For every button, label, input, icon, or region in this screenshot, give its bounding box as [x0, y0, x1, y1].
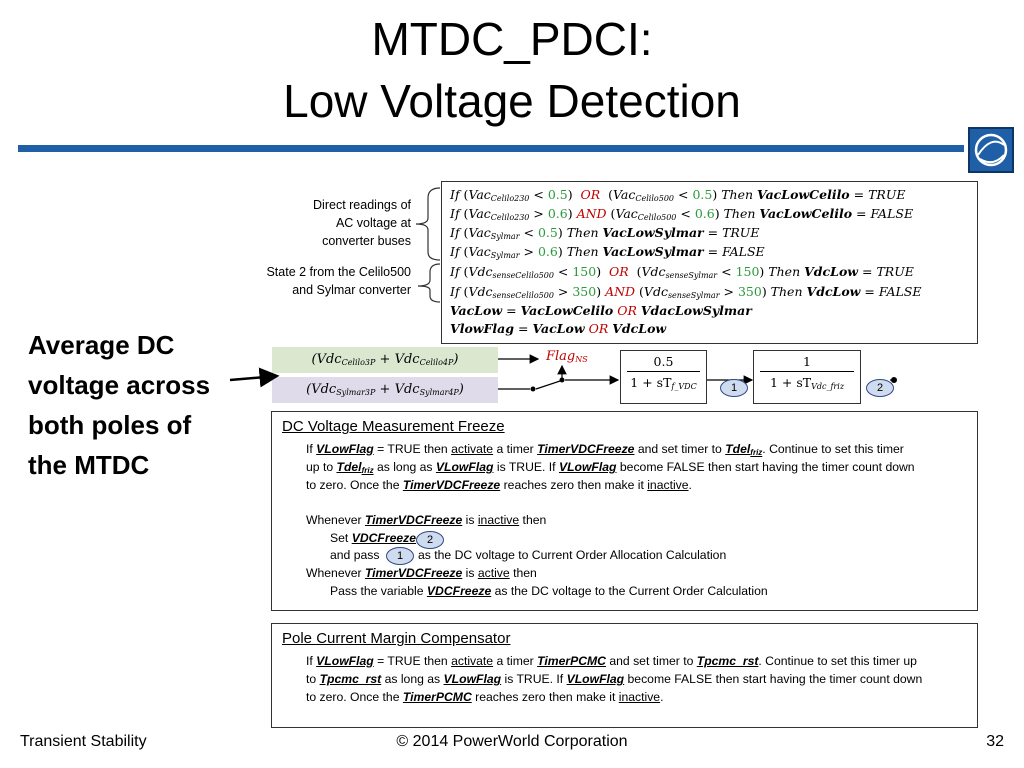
- equation-2: If (VacCelilo230 > 0.6) AND (VacCelilo50…: [450, 206, 914, 222]
- equation-7: VacLow = VacLowCelilo OR VdacLowSylmar: [450, 303, 752, 318]
- sylmar-vdc-sum: (VdcSylmar3P + VdcSylmar4P): [272, 377, 498, 403]
- freeze-line-6b: as the DC voltage to Current Order Alloc…: [418, 548, 727, 562]
- freeze-line-4: Whenever TimerVDCFreeze is inactive then: [306, 513, 547, 527]
- footer-course: Transient Stability: [20, 733, 147, 750]
- slide-title-line1: MTDC_PDCI:: [371, 13, 653, 65]
- page-number: 32: [986, 733, 1004, 750]
- footer-copyright: © 2014 PowerWorld Corporation: [396, 733, 628, 750]
- slide-title-line2: Low Voltage Detection: [283, 75, 741, 127]
- margin-panel: Pole Current Margin Compensator If VLowF…: [271, 623, 978, 728]
- equation-3: If (VacSylmar < 0.5) Then VacLowSylmar =…: [450, 225, 760, 241]
- note-braces: [415, 187, 441, 303]
- freeze-line-6: and pass: [330, 548, 380, 562]
- equation-1: If (VacCelilo230 < 0.5) OR (VacCelilo500…: [450, 187, 906, 203]
- equation-5: If (VdcsenseCelilo500 < 150) OR (Vdcsens…: [450, 264, 914, 280]
- margin-line-2: to Tpcmc_rst as long as VLowFlag is TRUE…: [306, 672, 923, 686]
- filter-block-vdc-friz: 1 1 + sTVdc_friz: [753, 350, 861, 404]
- average-dc-label: Average DC voltage across both poles of …: [28, 330, 211, 480]
- title-divider: [18, 145, 964, 152]
- freeze-line-5: Set VDCFreeze =: [330, 531, 427, 545]
- margin-heading: Pole Current Margin Compensator: [282, 630, 511, 647]
- direct-readings-note: Direct readings of AC voltage at convert…: [313, 198, 411, 248]
- equation-6: If (VdcsenseCelilo500 > 350) AND (Vdcsen…: [450, 284, 922, 300]
- margin-line-3: to zero. Once the TimerPCMC reaches zero…: [306, 690, 664, 704]
- freeze-heading: DC Voltage Measurement Freeze: [282, 418, 505, 435]
- node-2-marker: 2: [866, 379, 894, 397]
- logic-equations-box: If (VacCelilo230 < 0.5) OR (VacCelilo500…: [441, 181, 978, 344]
- flag-ns-label: FlagNS: [546, 349, 588, 364]
- node-1-marker: 1: [720, 379, 748, 397]
- freeze-line-1: If VLowFlag = TRUE then activate a timer…: [306, 442, 904, 457]
- state2-note: State 2 from the Celilo500 and Sylmar co…: [266, 265, 411, 297]
- node-1-reference: 1: [386, 547, 414, 565]
- average-arrow: [229, 367, 280, 388]
- celilo-vdc-sum: (VdcCelilo3P + VdcCelilo4P): [272, 347, 498, 373]
- freeze-line-8: Pass the variable VDCFreeze as the DC vo…: [330, 584, 768, 598]
- freeze-line-2: up to Tdelfriz as long as VLowFlag is TR…: [306, 460, 915, 475]
- node-2-reference: 2: [416, 531, 444, 549]
- freeze-panel: DC Voltage Measurement Freeze If VLowFla…: [271, 411, 978, 611]
- powerworld-globe-icon: [968, 127, 1014, 173]
- freeze-line-7: Whenever TimerVDCFreeze is active then: [306, 566, 537, 580]
- margin-line-1: If VLowFlag = TRUE then activate a timer…: [306, 654, 917, 668]
- filter-block-fvdc: 0.5 1 + sTf_VDC: [620, 350, 707, 404]
- freeze-line-3: to zero. Once the TimerVDCFreeze reaches…: [306, 478, 692, 492]
- equation-4: If (VacSylmar > 0.6) Then VacLowSylmar =…: [450, 244, 765, 260]
- equation-8: VlowFlag = VacLow OR VdcLow: [450, 321, 667, 336]
